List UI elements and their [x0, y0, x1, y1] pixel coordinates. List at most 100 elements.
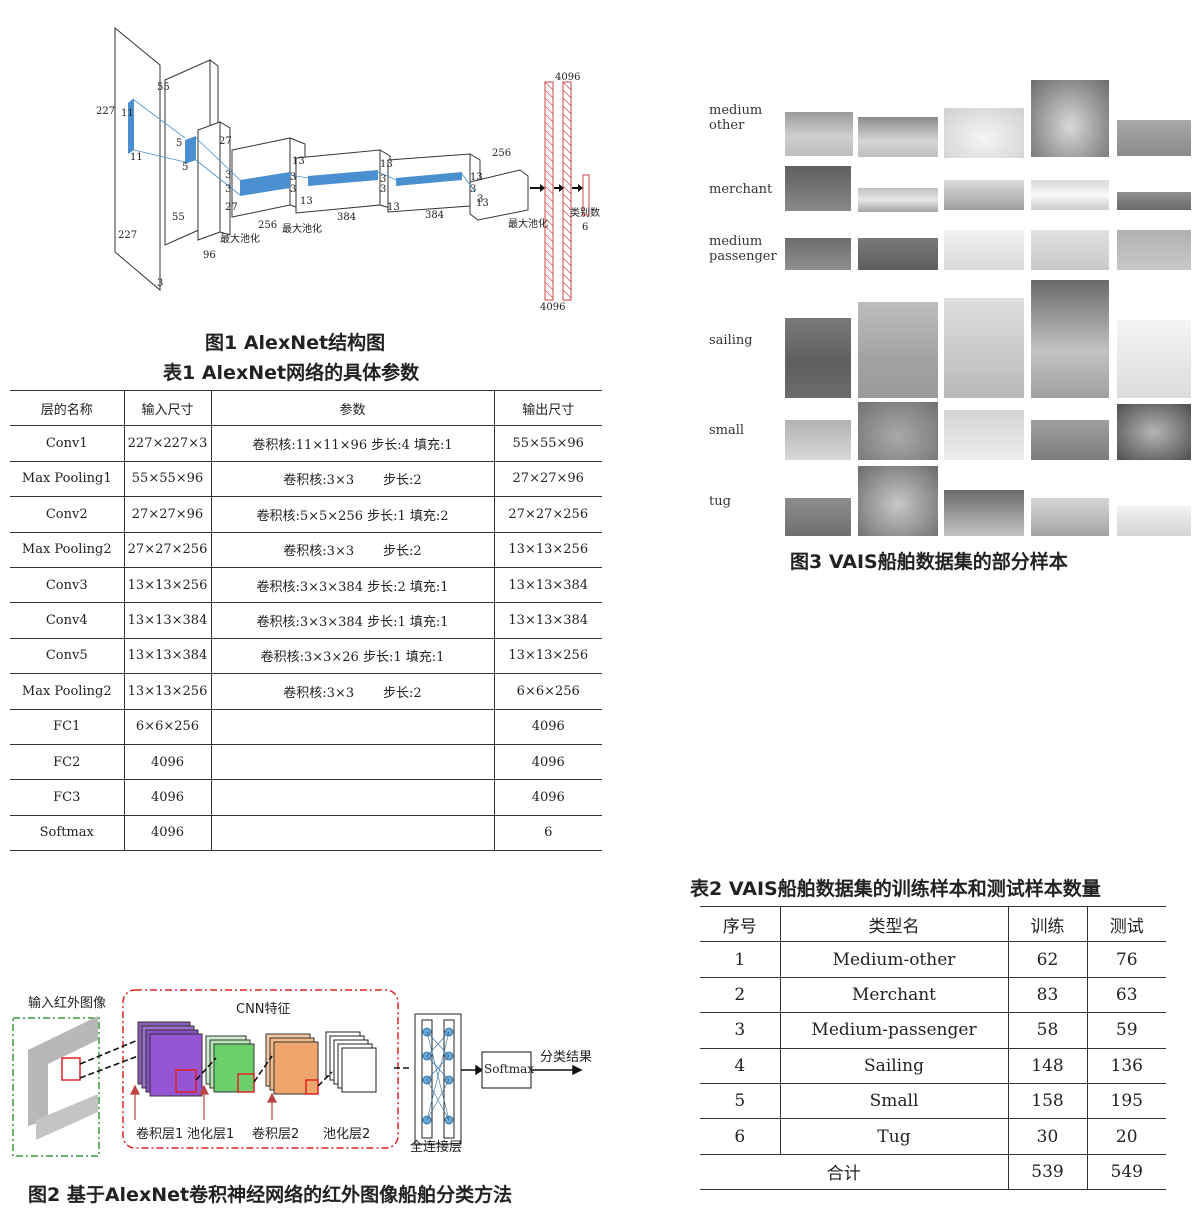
cell: Conv5 [10, 638, 124, 675]
header-cell: 参数 [210, 389, 494, 427]
label-5: 5 [176, 138, 182, 149]
class-label-tug: tug [709, 494, 731, 509]
sample-image [858, 117, 938, 157]
cell: 20 [1086, 1118, 1166, 1155]
cell [210, 709, 494, 745]
cell: 30 [1007, 1118, 1087, 1155]
cell: 6×6×256 [123, 709, 211, 745]
label-3: 3 [380, 184, 386, 195]
cell: 27×27×96 [493, 461, 602, 498]
total-train: 539 [1007, 1154, 1087, 1191]
sample-image [858, 302, 938, 398]
sample-image [1117, 404, 1191, 460]
total-label: 合计 [700, 1154, 1008, 1191]
cell: 13×13×256 [123, 567, 211, 604]
class-label-merchant: merchant [709, 182, 772, 197]
sample-image [1031, 180, 1109, 210]
cell: 卷积核:3×3 步长:2 [210, 532, 494, 568]
cell: 卷积核:3×3×384 步长:2 填充:1 [210, 567, 494, 604]
cell: 4096 [493, 744, 602, 781]
cell: 13×13×256 [123, 673, 211, 710]
softmax-label: Softmax [484, 1062, 535, 1076]
cell: FC3 [10, 779, 124, 816]
cell: 6 [700, 1118, 780, 1155]
cell: 4096 [493, 779, 602, 816]
sample-image [944, 180, 1024, 210]
sample-image [1117, 320, 1191, 398]
label-13: 13 [300, 196, 313, 207]
cell: Medium-passenger [779, 1012, 1008, 1049]
maxpool-label: 最大池化 [220, 232, 260, 245]
cell: 76 [1086, 941, 1166, 978]
table-header-row: 序号 类型名 训练 测试 [700, 905, 1166, 943]
cell: FC2 [10, 744, 124, 781]
label-3: 3 [157, 278, 163, 289]
cell: 59 [1086, 1012, 1166, 1049]
cell: Conv4 [10, 602, 124, 639]
label-5: 5 [182, 162, 188, 173]
class-label-medium-other: medium other [709, 103, 762, 133]
cell: 6×6×256 [493, 673, 602, 710]
sample-image [1031, 230, 1109, 270]
cell [210, 815, 494, 852]
cell: Softmax [10, 815, 124, 852]
cell: 195 [1086, 1083, 1166, 1120]
cell: 58 [1007, 1012, 1087, 1049]
sample-image [1117, 120, 1191, 156]
header-cell: 层的名称 [10, 389, 124, 427]
label-27: 27 [225, 202, 238, 213]
class-label-line: other [709, 118, 745, 133]
label-384: 384 [425, 210, 444, 221]
cell: 63 [1086, 977, 1166, 1014]
cell: Conv3 [10, 567, 124, 604]
sample-image [858, 402, 938, 460]
class-label-sailing: sailing [709, 333, 753, 348]
sample-image [858, 238, 938, 270]
conv-layer-2-label: 卷积层2 [252, 1127, 300, 1142]
label-11: 11 [121, 108, 134, 119]
label-13: 13 [470, 172, 483, 183]
pool-layer-2-label: 池化层2 [323, 1127, 371, 1142]
label-384: 384 [337, 212, 356, 223]
classification-pipeline-diagram [12, 989, 583, 1157]
cell: 卷积核:3×3 步长:2 [210, 461, 494, 498]
class-label-line: medium [709, 234, 763, 249]
label-3: 3 [477, 194, 483, 205]
sample-image [1031, 80, 1109, 157]
sample-image [858, 188, 938, 212]
cell: Max Pooling1 [10, 461, 124, 498]
label-3: 3 [225, 184, 231, 195]
cell: 4096 [493, 709, 602, 745]
table-total-row: 合计 539 549 [700, 1154, 1166, 1191]
table-1-title: 表1 AlexNet网络的具体参数 [163, 362, 420, 384]
header-cell: 类型名 [779, 905, 1008, 943]
label-256: 256 [492, 148, 511, 159]
cell: 卷积核:5×5×256 步长:1 填充:2 [210, 496, 494, 533]
cell: Merchant [779, 977, 1008, 1014]
cell: 2 [700, 977, 780, 1014]
cell: Max Pooling2 [10, 532, 124, 568]
figure-3-caption: 图3 VAIS船舶数据集的部分样本 [790, 551, 1068, 573]
sample-image [944, 230, 1024, 270]
cell [210, 744, 494, 781]
cell: 136 [1086, 1048, 1166, 1084]
sample-image [785, 166, 851, 211]
label-3: 3 [380, 174, 386, 185]
label-55: 55 [157, 82, 170, 93]
sample-image [1117, 192, 1191, 210]
cell: 卷积核:3×3×384 步长:1 填充:1 [210, 602, 494, 639]
cell: 4096 [123, 815, 211, 852]
cell: 13×13×384 [493, 567, 602, 604]
label-96: 96 [203, 250, 216, 261]
class-label-line: merchant [709, 182, 773, 197]
sample-image [785, 498, 851, 536]
